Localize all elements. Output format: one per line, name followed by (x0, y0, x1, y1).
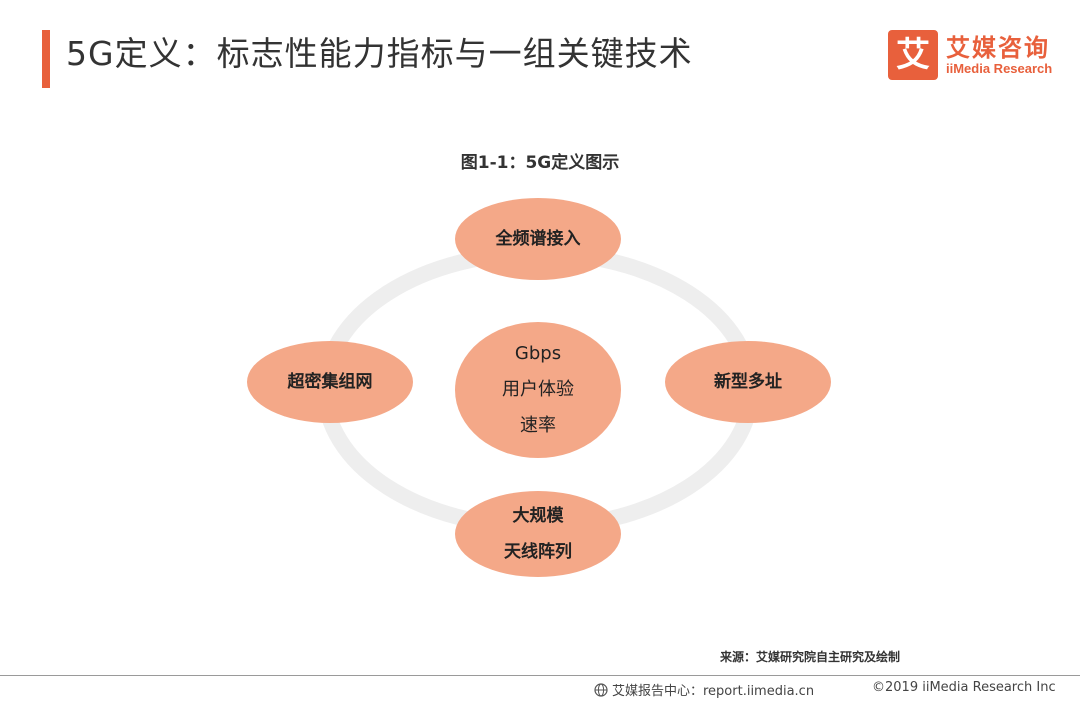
node-left-label: 超密集组网 (287, 372, 373, 392)
globe-icon (594, 682, 608, 697)
center-line3: 速率 (520, 415, 556, 436)
node-top-label: 全频谱接入 (495, 229, 581, 249)
footer-copyright: ©2019 iiMedia Research Inc (872, 680, 1056, 695)
node-bottom-line1: 大规模 (512, 506, 564, 526)
node-top-shape (455, 198, 621, 280)
node-center-label: Gbps 用户体验 速率 (455, 336, 621, 444)
node-bottom-label: 大规模 天线阵列 (455, 498, 621, 570)
logo-en-text: iiMedia Research (946, 61, 1053, 76)
footer-left: 艾媒报告中心：report.iimedia.cn (594, 680, 814, 699)
title-accent-bar (42, 30, 50, 88)
logo-mark: 艾 (888, 30, 938, 80)
center-line2: 用户体验 (502, 379, 574, 400)
footer-left-text: 艾媒报告中心：report.iimedia.cn (612, 684, 815, 699)
source-note: 来源：艾媒研究院自主研究及绘制 (720, 650, 901, 664)
node-right-label: 新型多址 (714, 372, 782, 392)
node-right-shape (665, 341, 831, 423)
iimedia-logo: 艾 艾媒咨询 iiMedia Research (886, 26, 1066, 86)
footer-divider (0, 675, 1080, 676)
node-center-shape (455, 322, 621, 458)
page-title: 5G定义：标志性能力指标与一组关键技术 (66, 34, 693, 73)
figure-title: 图1-1：5G定义图示 (460, 153, 620, 173)
node-bottom-shape (455, 491, 621, 577)
logo-cn-text: 艾媒咨询 (946, 34, 1050, 62)
node-left-shape (247, 341, 413, 423)
node-bottom-line2: 天线阵列 (504, 542, 572, 562)
center-line1: Gbps (514, 343, 562, 364)
